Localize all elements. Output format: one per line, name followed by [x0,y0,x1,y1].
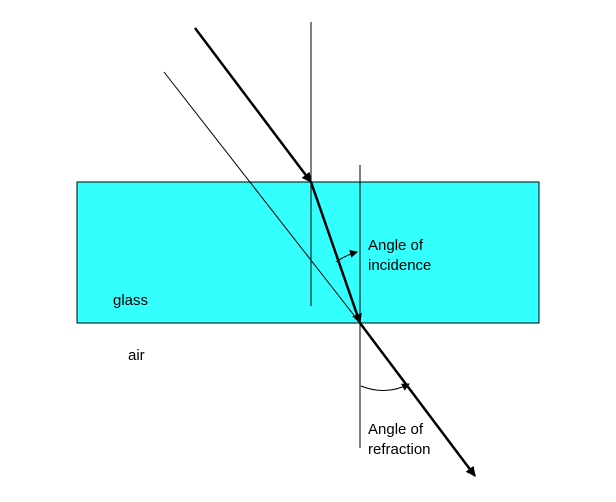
angle-of-incidence-line1: Angle of [368,237,424,254]
angle-of-refraction-line2: refraction [368,441,431,458]
emergent-ray [359,322,476,477]
angle-of-incidence-label: Angle of incidence [368,236,431,276]
refraction-angle-arc [360,383,410,391]
incident-ray [194,27,312,183]
air-label: air [128,347,145,364]
angle-of-refraction-line1: Angle of [368,421,424,438]
glass-label: glass [113,292,149,309]
extended-incident-line [163,71,361,324]
refracted-ray-glass [309,181,362,324]
incidence-angle-arc [335,249,358,263]
angle-of-refraction-label: Angle of refraction [368,420,431,460]
glass-block [76,181,540,324]
angle-of-incidence-line2: incidence [368,257,432,274]
